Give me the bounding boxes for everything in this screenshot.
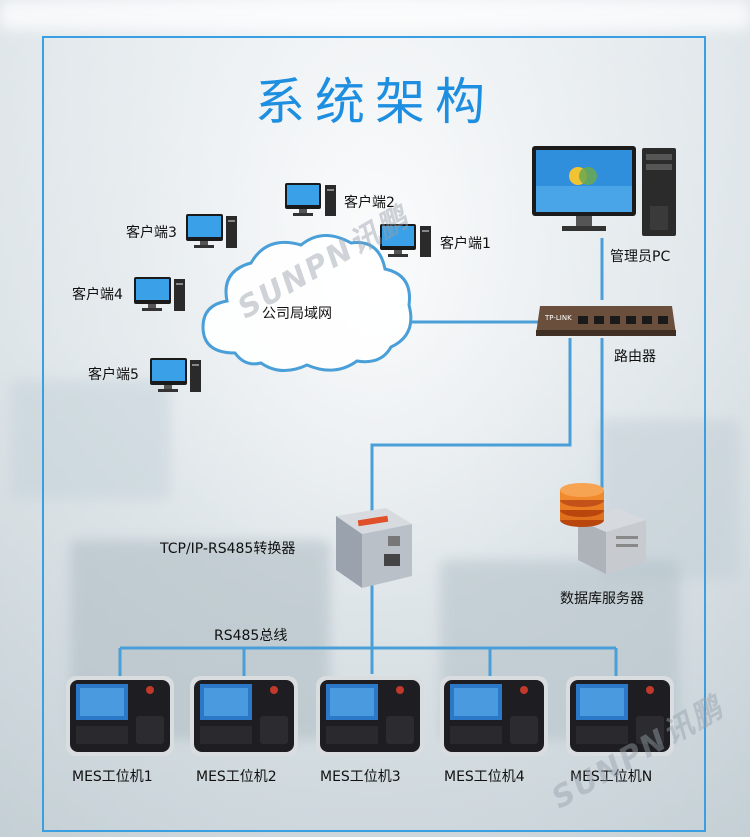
- client-5-label: 客户端5: [88, 367, 139, 383]
- client-1-icon: [380, 224, 431, 257]
- router-label: 路由器: [614, 349, 656, 365]
- terminal-n-label: MES工位机N: [570, 769, 653, 785]
- terminal-2-label: MES工位机2: [196, 769, 277, 785]
- bus-label: RS485总线: [214, 628, 288, 644]
- client-4-icon: [134, 277, 185, 311]
- cloud-label: 公司局域网: [262, 306, 332, 322]
- client-3-label: 客户端3: [126, 225, 177, 241]
- terminal-1-label: MES工位机1: [72, 769, 153, 785]
- admin-pc-label: 管理员PC: [610, 249, 671, 265]
- admin-pc-icon: [532, 146, 676, 236]
- client-2-label: 客户端2: [344, 195, 395, 211]
- terminal-4-label: MES工位机4: [444, 769, 525, 785]
- terminal-4-icon: [440, 676, 548, 756]
- terminal-3-label: MES工位机3: [320, 769, 401, 785]
- router-converter-link: [370, 338, 572, 520]
- client-4-label: 客户端4: [72, 287, 123, 303]
- client-1-label: 客户端1: [440, 236, 491, 252]
- client-5-icon: [150, 358, 201, 392]
- router-icon: [536, 306, 676, 336]
- terminal-n-icon: [566, 676, 674, 756]
- router-brand: TP-LINK: [545, 314, 572, 322]
- diagram-frame: [42, 36, 706, 832]
- terminal-3-icon: [316, 676, 424, 756]
- diagram-title: 系统架构: [255, 73, 495, 131]
- bg-light: [0, 0, 750, 30]
- client-2-icon: [285, 183, 336, 216]
- converter-icon: [336, 508, 412, 588]
- converter-label: TCP/IP-RS485转换器: [160, 541, 296, 557]
- terminal-1-icon: [66, 676, 174, 756]
- db-server-label: 数据库服务器: [560, 591, 644, 607]
- bg-shape: [10, 380, 170, 500]
- db-server-icon: [560, 483, 646, 574]
- client-3-icon: [186, 214, 237, 248]
- terminal-2-icon: [190, 676, 298, 756]
- lan-cloud-icon: [201, 234, 413, 372]
